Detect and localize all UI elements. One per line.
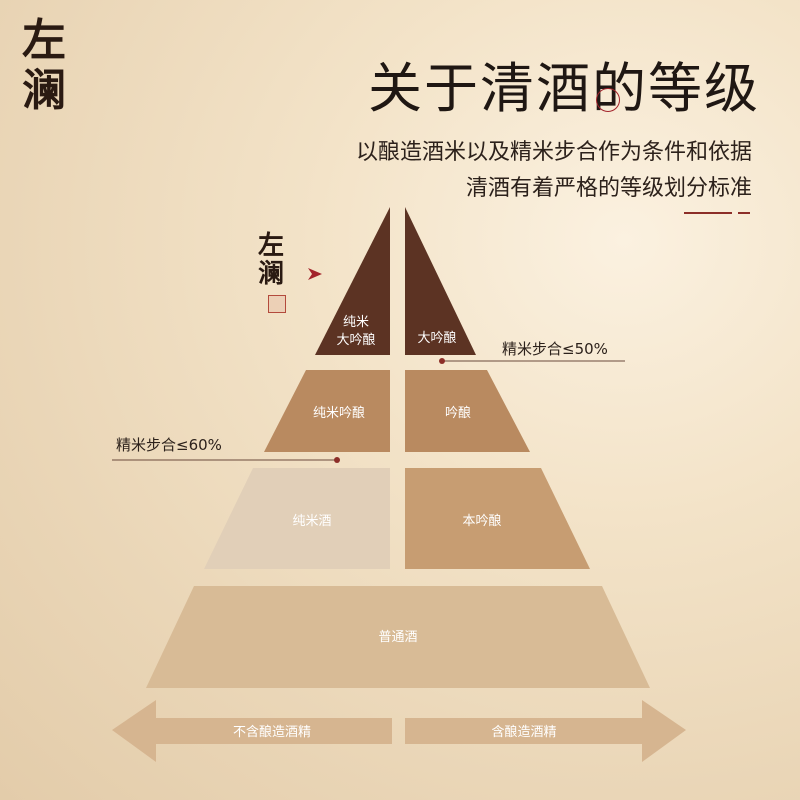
subtitle-line-1: 以酿造酒米以及精米步合作为条件和依据	[355, 140, 752, 165]
arrow-left-label: 不含酿造酒精	[233, 724, 311, 740]
tier1-left-label-line2: 大吟酿	[336, 332, 375, 348]
decorative-dash	[738, 212, 750, 214]
page-title: 关于清酒的等级	[368, 57, 760, 120]
decorative-line	[684, 212, 732, 214]
tier2-right-shape	[405, 370, 530, 452]
tier1-right-label: 大吟酿	[417, 330, 456, 346]
tier1-left-shape	[315, 207, 390, 355]
tier2-right-label: 吟酿	[445, 405, 471, 421]
brand-logo-text: 左澜	[22, 15, 66, 116]
tier1-left-label-line1: 纯米	[343, 315, 369, 330]
threshold-50-dot	[439, 358, 445, 364]
arrow-right-label: 含酿造酒精	[491, 724, 556, 740]
tier4-label: 普通酒	[378, 630, 417, 645]
subtitle-line-2: 清酒有着严格的等级划分标准	[465, 176, 752, 201]
brand-mark-small-text: 左澜	[258, 231, 284, 289]
tier3-right-shape	[405, 468, 590, 569]
tier3-left-shape	[204, 468, 390, 569]
tier2-left-shape	[264, 370, 390, 452]
pointer-arrow-icon	[308, 268, 322, 280]
brand-mark-small: 左澜	[258, 232, 298, 288]
tier3-right-label: 本吟酿	[462, 513, 501, 529]
threshold-60-label: 精米步合≤60%	[116, 436, 222, 454]
brand-logo: 左澜	[22, 16, 86, 116]
tier4-shape	[146, 586, 650, 688]
tier2-left-label: 纯米吟酿	[313, 405, 365, 421]
arrow-right-shape	[405, 700, 686, 762]
title-circle-mark-icon	[596, 88, 620, 112]
seal-stamp-icon	[268, 295, 286, 313]
arrow-left-shape	[112, 700, 392, 762]
threshold-60-dot	[334, 457, 340, 463]
tier3-left-label: 纯米酒	[292, 514, 331, 529]
tier1-right-shape	[405, 207, 476, 355]
threshold-50-label: 精米步合≤50%	[502, 340, 608, 358]
